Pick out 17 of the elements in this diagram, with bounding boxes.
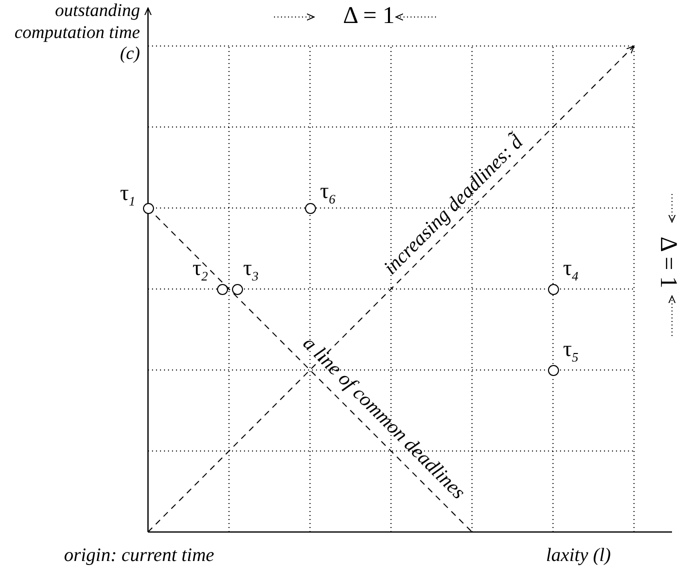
point-label: τ$_{1}$ xyxy=(120,180,136,210)
data-point xyxy=(142,202,154,214)
point-label: τ$_{3}$ xyxy=(243,255,258,284)
data-point xyxy=(548,364,558,376)
data-point xyxy=(548,284,558,294)
dimension-label: Δ = 1 xyxy=(343,2,395,31)
dimension-label: Δ = 1 xyxy=(654,236,678,288)
data-point xyxy=(217,284,228,294)
point-label: τ$_{4}$ xyxy=(563,255,578,284)
point-label: τ$_{5}$ xyxy=(563,336,578,366)
point-label: τ$_{6}$ xyxy=(320,178,336,208)
axis-label: laxity (l) xyxy=(546,545,611,568)
axis-label: outstanding computation time (c) xyxy=(14,0,140,65)
axis-label: origin: current time xyxy=(64,545,214,568)
point-label: τ$_{2}$ xyxy=(192,255,208,284)
data-point xyxy=(304,202,316,214)
data-point xyxy=(232,284,243,294)
